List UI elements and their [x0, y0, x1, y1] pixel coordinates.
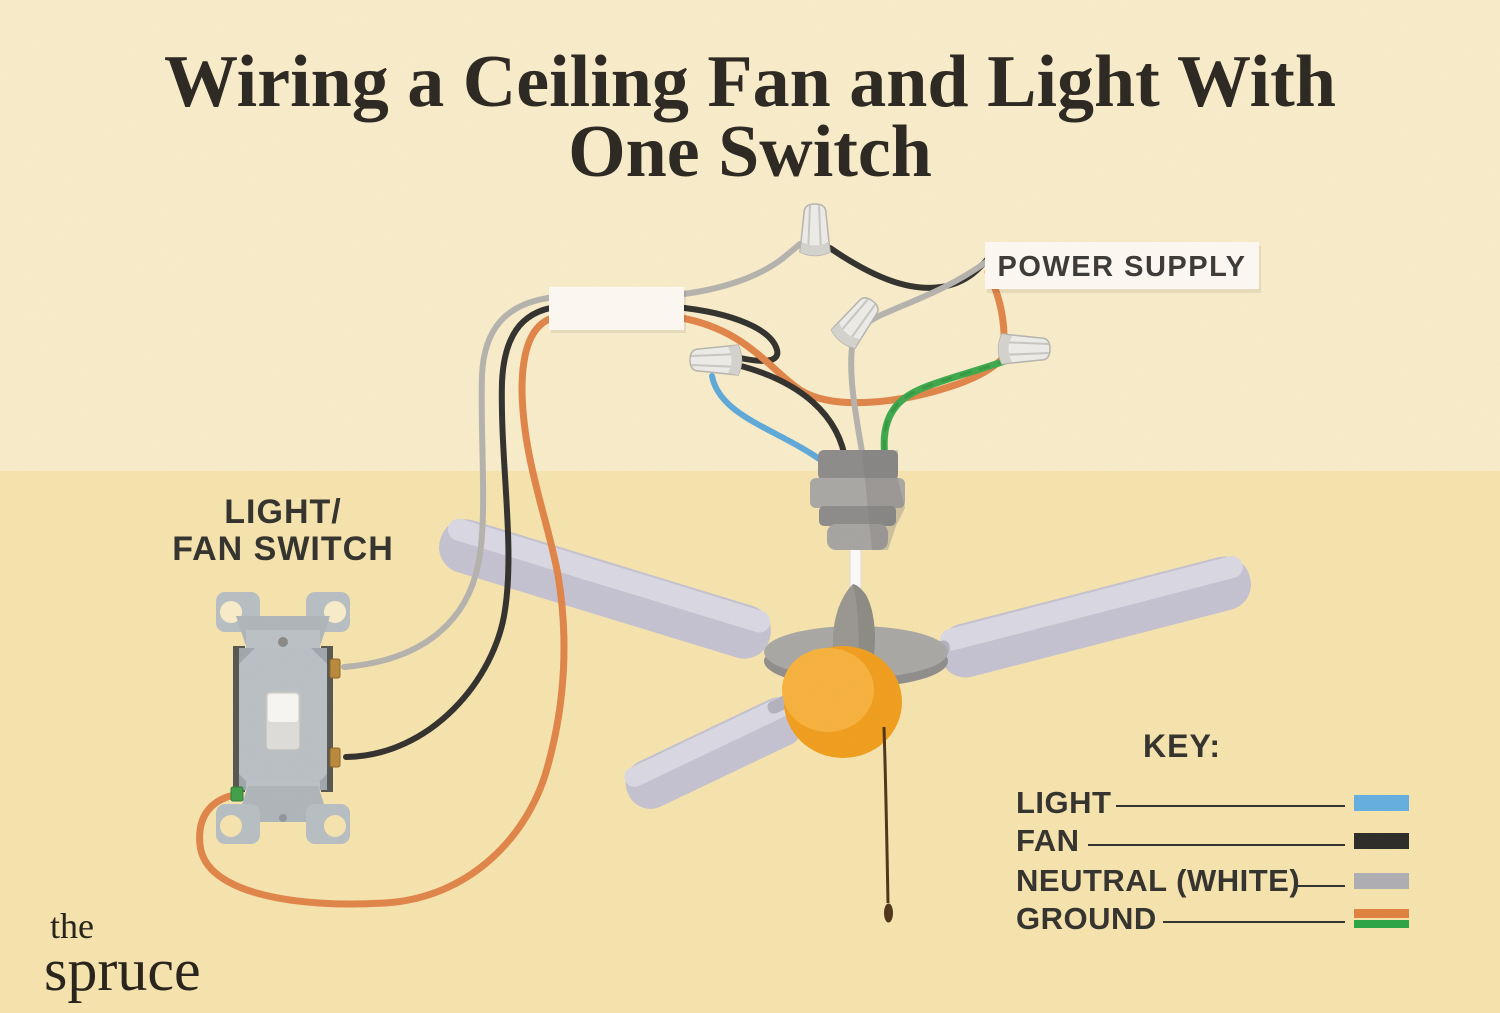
- infographic-canvas: POWER SUPPLY Wiring a Ceiling Fan and Li…: [0, 0, 1500, 1013]
- wiring-diagram: POWER SUPPLY Wiring a Ceiling Fan and Li…: [0, 0, 1500, 1013]
- paper-grain-overlay: [0, 0, 1500, 1013]
